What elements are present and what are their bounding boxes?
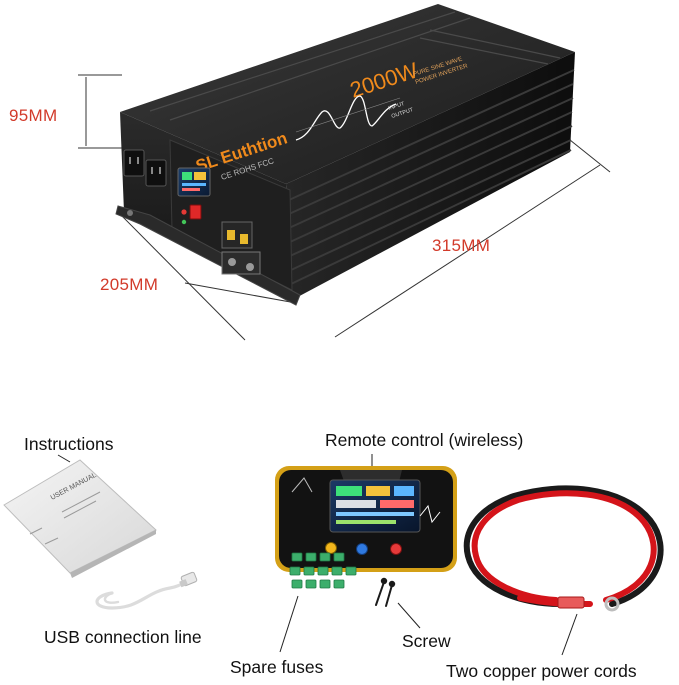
caption-remote-control: Remote control (wireless): [325, 430, 524, 450]
screws: [375, 577, 396, 607]
cord-terminal: [557, 596, 585, 609]
sine-wave-graphic: [295, 95, 397, 141]
dimension-length-label: 315MM: [432, 236, 491, 255]
remote-button-center: [356, 543, 368, 555]
caption-copper-power-cords: Two copper power cords: [446, 661, 637, 681]
port-label-input: INPUT: [388, 101, 406, 112]
status-led: [181, 209, 187, 215]
remote-button-right: [390, 543, 402, 555]
inverter-lcd-screen: [177, 167, 211, 197]
copper-power-cords: [463, 485, 664, 607]
dc-terminals: [221, 221, 261, 275]
caption-spare-fuses: Spare fuses: [230, 657, 324, 677]
dimension-height-label: 95MM: [9, 106, 58, 125]
caption-screw: Screw: [402, 631, 451, 651]
instruction-manual: USER MANUAL: [3, 459, 157, 578]
spare-fuses: [289, 552, 357, 589]
front-panel: [123, 149, 261, 275]
remote-button-left: [325, 542, 337, 554]
remote-control: [275, 466, 457, 572]
ac-outlets: [123, 149, 167, 187]
caption-instructions: Instructions: [24, 434, 114, 454]
usb-cable: [95, 580, 188, 610]
power-switch: [189, 204, 202, 220]
inverter-illustration: SL Euthtion CE ROHS FCC 2000W PURE SINE …: [78, 4, 611, 341]
caption-usb-connection-line: USB connection line: [44, 627, 202, 647]
dimension-width-label: 205MM: [100, 275, 159, 294]
